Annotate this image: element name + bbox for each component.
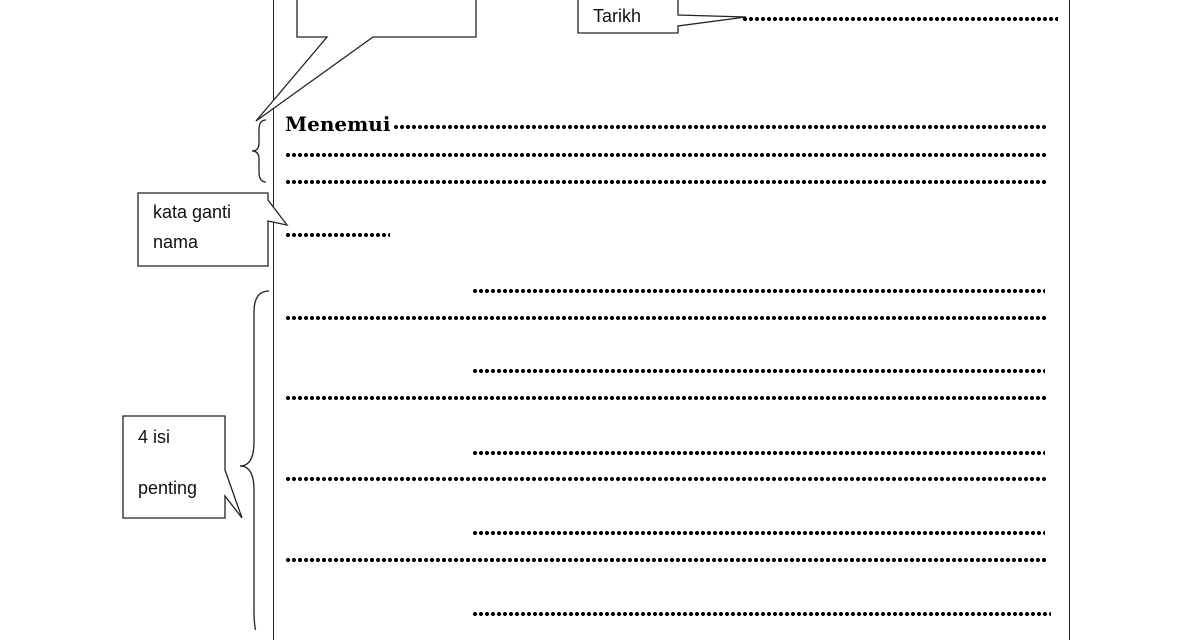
tarikh-callout-bubble [577,0,747,34]
salutation-text: Menemui [285,112,393,136]
salutation-dotted-line-2 [285,152,1047,158]
isi-2-dotted-line-2 [285,395,1047,401]
tarikh-label: Tarikh [593,6,642,26]
isi-label-line2: penting [138,478,198,498]
kata-ganti-label-line2: nama [153,232,199,252]
date-dotted-line [742,16,1058,22]
isi-5-dotted-line-1 [472,611,1051,617]
isi-1-dotted-line-2 [285,315,1047,321]
isi-3-dotted-line-1 [472,450,1045,456]
kata-ganti-label-line1: kata ganti [153,202,232,222]
letter-page [273,0,1070,640]
isi-callout-bubble [122,415,243,519]
isi-4-dotted-line-2 [285,557,1047,563]
isi-4-dotted-line-1 [472,530,1045,536]
salutation-dotted-line-3 [285,179,1047,185]
pronoun-dotted-line [285,232,390,238]
salutation-brace [251,119,267,183]
blank-callout-bubble [255,0,477,122]
isi-1-dotted-line-1 [472,288,1045,294]
salutation-dots [393,124,1047,130]
isi-2-dotted-line-1 [472,368,1045,374]
kata-ganti-callout-bubble [137,192,289,267]
isi-label-line1: 4 isi [138,427,171,447]
isi-brace [239,290,270,630]
salutation-line: Menemui [285,112,1050,136]
isi-3-dotted-line-2 [285,476,1047,482]
